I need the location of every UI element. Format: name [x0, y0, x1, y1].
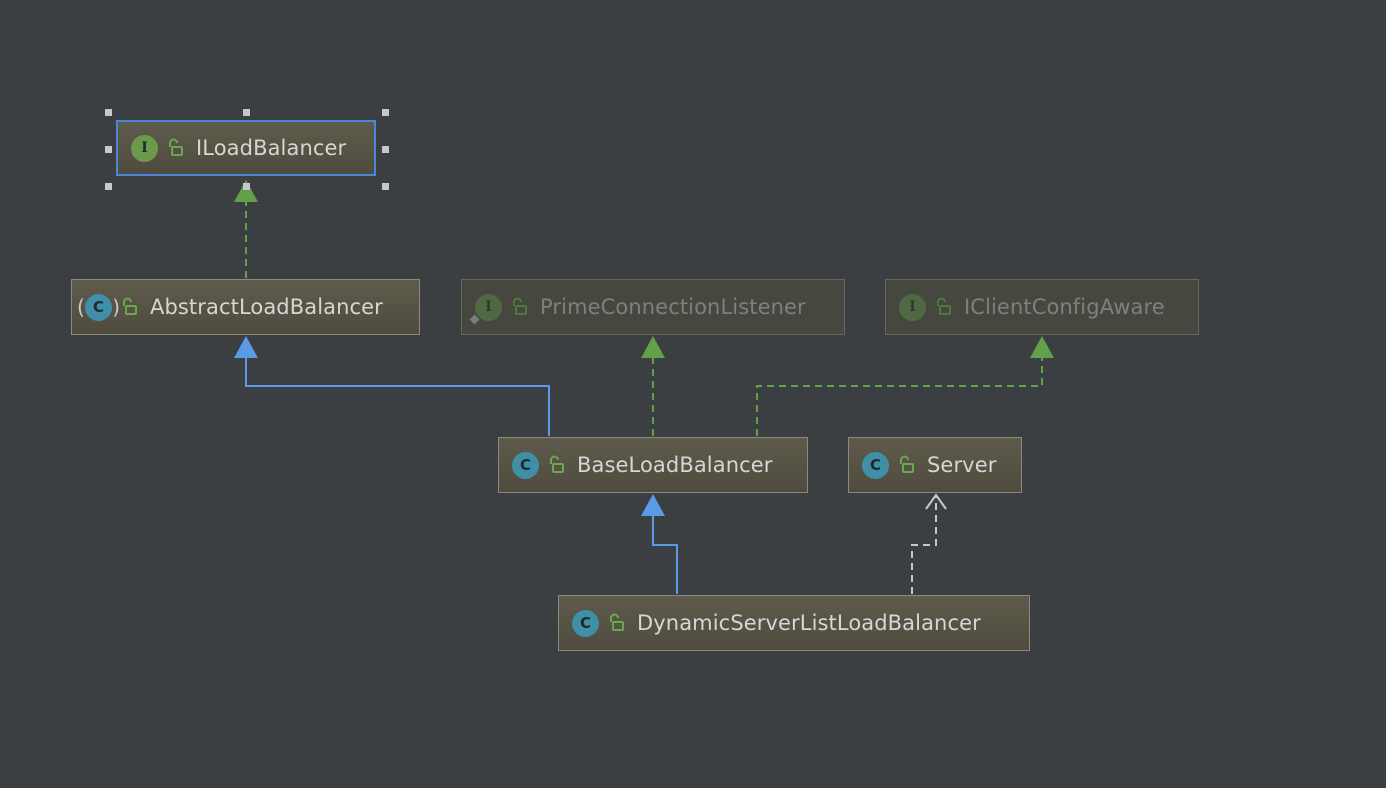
class-icon: C — [862, 451, 889, 479]
class-icon: C — [572, 609, 599, 637]
node-primeconnectionlistener[interactable]: I PrimeConnectionListener — [461, 279, 845, 335]
edge-abstractloadbalancer-iloadbalancer-arrowhead — [234, 180, 258, 202]
node-label: BaseLoadBalancer — [577, 453, 773, 477]
node-iloadbalancer[interactable]: I ILoadBalancer — [116, 120, 376, 176]
edge-dynamicserverlistloadbalancer-server[interactable] — [911, 495, 937, 594]
class-icon: C — [512, 451, 539, 479]
node-iclientconfigaware[interactable]: I IClientConfigAware — [885, 279, 1199, 335]
open-lock-icon — [900, 455, 914, 473]
edge-baseloadbalancer-abstractloadbalancer[interactable] — [245, 358, 550, 436]
selection-handle[interactable] — [382, 146, 389, 153]
selection-handle[interactable] — [382, 109, 389, 116]
selection-handle[interactable] — [382, 183, 389, 190]
node-abstractloadbalancer[interactable]: (C) AbstractLoadBalancer — [71, 279, 420, 335]
selection-handle[interactable] — [105, 109, 112, 116]
open-lock-icon — [513, 297, 527, 315]
node-server[interactable]: C Server — [848, 437, 1022, 493]
node-label: DynamicServerListLoadBalancer — [637, 611, 981, 635]
node-label: PrimeConnectionListener — [540, 295, 806, 319]
interface-icon: I — [469, 293, 502, 324]
node-dynamicserverlistloadbalancer[interactable]: C DynamicServerListLoadBalancer — [558, 595, 1030, 651]
selection-handle[interactable] — [105, 146, 112, 153]
edge-dynamicserverlistloadbalancer-baseloadbalancer[interactable] — [652, 516, 678, 594]
interface-icon: I — [899, 293, 926, 321]
edge-baseloadbalancer-iclientconfigaware[interactable] — [756, 358, 1043, 436]
selection-handle[interactable] — [243, 183, 250, 190]
node-label: ILoadBalancer — [196, 136, 347, 160]
selection-handle[interactable] — [105, 183, 112, 190]
edge-dynamicserverlistloadbalancer-server-arrowhead — [925, 493, 947, 510]
node-label: IClientConfigAware — [964, 295, 1165, 319]
node-baseloadbalancer[interactable]: C BaseLoadBalancer — [498, 437, 808, 493]
abstract-class-icon: (C) — [77, 293, 120, 321]
edge-baseloadbalancer-abstractloadbalancer-arrowhead — [234, 336, 258, 358]
edge-baseloadbalancer-primeconnectionlistener-arrowhead — [641, 336, 665, 358]
interface-icon: I — [131, 134, 158, 162]
edge-baseloadbalancer-iclientconfigaware-arrowhead — [1030, 336, 1054, 358]
edges-layer — [234, 180, 1054, 594]
open-lock-icon — [937, 297, 951, 315]
edge-dynamicserverlistloadbalancer-baseloadbalancer-arrowhead — [641, 494, 665, 516]
open-lock-icon — [550, 455, 564, 473]
selection-handle[interactable] — [243, 109, 250, 116]
open-lock-icon — [123, 297, 137, 315]
open-lock-icon — [610, 613, 624, 631]
node-label: AbstractLoadBalancer — [150, 295, 383, 319]
node-label: Server — [927, 453, 997, 477]
open-lock-icon — [169, 138, 183, 156]
